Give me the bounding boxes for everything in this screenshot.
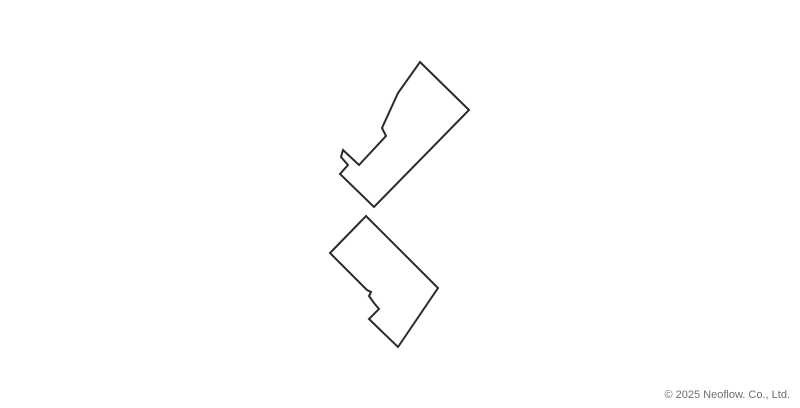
copyright-text: © 2025 Neoflow. Co., Ltd. bbox=[664, 389, 790, 401]
upper-shape bbox=[338, 60, 471, 209]
lower-shape bbox=[328, 214, 440, 349]
